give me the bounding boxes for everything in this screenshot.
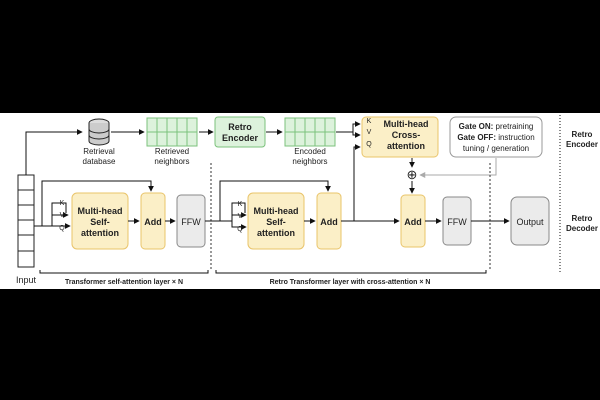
gate-plus-symbol: ⊕ <box>407 167 418 182</box>
input-token-column <box>17 174 35 268</box>
add-3-label: Add <box>404 217 422 227</box>
residual-1-arrow <box>41 180 154 226</box>
self-attention-1-line2: Self- <box>90 217 110 227</box>
layer1-bracket <box>39 270 209 274</box>
retrieval-database-label-line2: database <box>83 157 116 166</box>
self1-v-label: V <box>60 212 65 219</box>
self2-k-line <box>231 202 246 221</box>
diagram-panel: Input Retrieval database Retrieved neigh… <box>0 113 600 289</box>
encoded-to-v-arrow <box>352 132 361 138</box>
ffw-2-label: FFW <box>447 217 467 227</box>
layer2-caption: Retro Transformer layer with cross-atten… <box>270 279 431 286</box>
retro-architecture-diagram: Input Retrieval database Retrieved neigh… <box>16 115 598 286</box>
cross-attention-label-line3: attention <box>387 141 425 151</box>
add-1-label: Add <box>144 217 162 227</box>
encoded-neighbors-label-line2: neighbors <box>292 157 327 166</box>
encoded-to-k-arrow <box>336 121 361 133</box>
cross-v-label: V <box>367 129 372 136</box>
retrieval-database-label-line1: Retrieval <box>83 147 115 156</box>
cross-attention-label-line1: Multi-head <box>384 119 429 129</box>
self-attention-2-line1: Multi-head <box>254 206 299 216</box>
add-2-label: Add <box>320 217 338 227</box>
gate-control-arrow <box>419 158 497 178</box>
self-attention-1-line3: attention <box>81 228 119 238</box>
retro-decoder-side-label-line2: Decoder <box>566 224 598 233</box>
self1-k-label: K <box>60 200 65 207</box>
cross-q-label: Q <box>366 141 372 148</box>
output-label: Output <box>516 217 544 227</box>
self2-q-label: Q <box>237 226 243 233</box>
retrieved-neighbors-label-line2: neighbors <box>154 157 189 166</box>
self-attention-1-line1: Multi-head <box>78 206 123 216</box>
retrieved-neighbors-label-line1: Retrieved <box>155 147 189 156</box>
retro-encoder-side-label-line2: Encoder <box>566 140 598 149</box>
gate-on-line: Gate ON: pretraining <box>459 122 534 131</box>
gate-note-line3: tuning / generation <box>463 144 529 153</box>
self-attention-2-line3: attention <box>257 228 295 238</box>
retro-decoder-side-label-line1: Retro <box>572 214 593 223</box>
self2-q-arrow <box>231 221 247 230</box>
encoded-neighbors-grid <box>284 117 336 147</box>
self1-q-label: Q <box>59 225 65 232</box>
output-box <box>510 196 550 246</box>
self2-v-label: V <box>238 213 243 220</box>
encoded-neighbors-label-line1: Encoded <box>294 147 326 156</box>
retro-encoder-label-line2: Encoder <box>222 133 259 143</box>
cross-attention-box <box>361 116 439 158</box>
self2-k-label: K <box>238 201 243 208</box>
cross-attention-label-line2: Cross- <box>392 130 421 140</box>
retro-encoder-side-label-line1: Retro <box>572 130 593 139</box>
retro-encoder-box <box>214 116 266 148</box>
retrieved-neighbors-grid <box>146 117 198 147</box>
residual-2-arrow <box>219 180 331 221</box>
layer1-caption: Transformer self-attention layer × N <box>65 279 183 286</box>
cross-k-label: K <box>367 118 372 125</box>
add2-to-cross-q-arrow <box>353 144 361 221</box>
self-attention-2-line2: Self- <box>266 217 286 227</box>
retro-encoder-label-line1: Retro <box>228 122 252 132</box>
database-icon <box>88 118 110 146</box>
ffw-1-label: FFW <box>181 217 201 227</box>
input-to-database-arrow <box>25 129 83 175</box>
layer2-bracket <box>215 270 487 274</box>
gate-note-box <box>449 116 543 158</box>
gate-off-line: Gate OFF: instruction <box>457 133 534 142</box>
input-label: Input <box>16 275 37 285</box>
